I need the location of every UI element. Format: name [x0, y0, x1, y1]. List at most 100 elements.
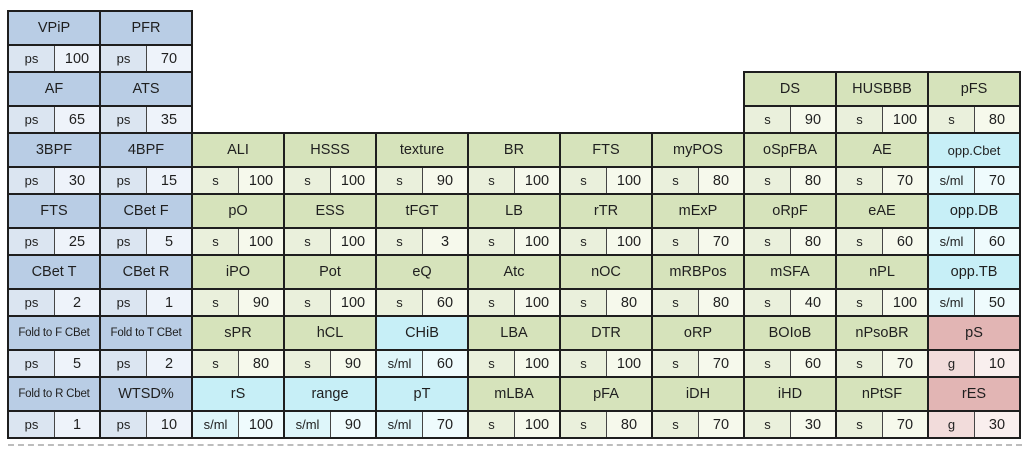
- stat-cell-orpf[interactable]: oRpF s 80: [743, 193, 837, 256]
- stat-cell-lb[interactable]: LB s 100: [467, 193, 561, 256]
- stat-cell-npsobr[interactable]: nPsoBR s 70: [835, 315, 929, 378]
- stat-cell-rs[interactable]: rS s/ml 100: [191, 376, 285, 439]
- stat-cell-spr[interactable]: sPR s 80: [191, 315, 285, 378]
- stat-label: ALI: [193, 134, 283, 168]
- stat-cell-lba[interactable]: LBA s 100: [467, 315, 561, 378]
- stat-cell-tfgt[interactable]: tFGT s 3: [375, 193, 469, 256]
- stat-cell-ps[interactable]: pS g 10: [927, 315, 1021, 378]
- stat-value-row: s 100: [469, 290, 559, 315]
- stat-label: nPtSF: [837, 378, 927, 412]
- stat-cell-mypos[interactable]: myPOS s 80: [651, 132, 745, 195]
- stat-value-row: ps 5: [9, 351, 99, 376]
- stat-label: pT: [377, 378, 467, 412]
- stat-cell-vpip[interactable]: VPiP ps 100: [7, 10, 101, 73]
- stat-value-row: s 60: [745, 351, 835, 376]
- stat-label: AE: [837, 134, 927, 168]
- stat-cell-cbet-r[interactable]: CBet R ps 1: [99, 254, 193, 317]
- stat-cell-msfa[interactable]: mSFA s 40: [743, 254, 837, 317]
- stat-cell-noc[interactable]: nOC s 80: [559, 254, 653, 317]
- stat-unit: s: [285, 351, 331, 376]
- stat-cell-opp-cbet[interactable]: opp.Cbet s/ml 70: [927, 132, 1021, 195]
- stat-unit: s: [653, 290, 699, 315]
- stat-value-row: s 60: [377, 290, 467, 315]
- stat-cell-hcl[interactable]: hCL s 90: [283, 315, 377, 378]
- stat-cell-pfs[interactable]: pFS s 80: [927, 71, 1021, 134]
- stat-value-row: ps 25: [9, 229, 99, 254]
- stat-label: nOC: [561, 256, 651, 290]
- stat-unit: s: [561, 412, 607, 437]
- stat-cell-ae[interactable]: AE s 70: [835, 132, 929, 195]
- stat-cell-fold-to-t-cbet[interactable]: Fold to T CBet ps 2: [99, 315, 193, 378]
- stat-cell-npl[interactable]: nPL s 100: [835, 254, 929, 317]
- stat-cell-texture[interactable]: texture s 90: [375, 132, 469, 195]
- stat-cell-fold-to-f-cbet[interactable]: Fold to F CBet ps 5: [7, 315, 101, 378]
- stat-cell-mexp[interactable]: mExP s 70: [651, 193, 745, 256]
- stat-value: 40: [791, 290, 835, 315]
- stat-unit: s: [469, 412, 515, 437]
- stat-cell-opp-db[interactable]: opp.DB s/ml 60: [927, 193, 1021, 256]
- stat-cell-opp-tb[interactable]: opp.TB s/ml 50: [927, 254, 1021, 317]
- stat-cell-fts[interactable]: FTS s 100: [559, 132, 653, 195]
- stat-value: 100: [239, 412, 283, 437]
- stat-cell-range[interactable]: range s/ml 90: [283, 376, 377, 439]
- stat-cell-atc[interactable]: Atc s 100: [467, 254, 561, 317]
- stat-cell-4bpf[interactable]: 4BPF ps 15: [99, 132, 193, 195]
- stat-label: opp.DB: [929, 195, 1019, 229]
- stat-cell-cbet-t[interactable]: CBet T ps 2: [7, 254, 101, 317]
- stat-value-row: s 100: [285, 168, 375, 193]
- stat-value-row: ps 10: [101, 412, 191, 437]
- stat-value: 100: [883, 107, 927, 132]
- stat-cell-pfr[interactable]: PFR ps 70: [99, 10, 193, 73]
- stat-value-row: s 100: [561, 229, 651, 254]
- stat-cell-ihd[interactable]: iHD s 30: [743, 376, 837, 439]
- stat-cell-ipo[interactable]: iPO s 90: [191, 254, 285, 317]
- stat-cell-mlba[interactable]: mLBA s 100: [467, 376, 561, 439]
- stat-cell-eae[interactable]: eAE s 60: [835, 193, 929, 256]
- stat-cell-res[interactable]: rES g 30: [927, 376, 1021, 439]
- stat-cell-fold-to-r-cbet[interactable]: Fold to R Cbet ps 1: [7, 376, 101, 439]
- stat-unit: s: [285, 290, 331, 315]
- stat-cell-fts[interactable]: FTS ps 25: [7, 193, 101, 256]
- stat-value-row: s 80: [561, 290, 651, 315]
- stat-unit: s: [193, 168, 239, 193]
- stat-cell-ds[interactable]: DS s 90: [743, 71, 837, 134]
- stat-cell-hsss[interactable]: HSSS s 100: [283, 132, 377, 195]
- stat-cell-ali[interactable]: ALI s 100: [191, 132, 285, 195]
- stat-cell-idh[interactable]: iDH s 70: [651, 376, 745, 439]
- stat-cell-ess[interactable]: ESS s 100: [283, 193, 377, 256]
- stat-cell-3bpf[interactable]: 3BPF ps 30: [7, 132, 101, 195]
- stat-cell-br[interactable]: BR s 100: [467, 132, 561, 195]
- stat-cell-rtr[interactable]: rTR s 100: [559, 193, 653, 256]
- stat-value-row: s/ml 70: [377, 412, 467, 437]
- stat-cell-mrbpos[interactable]: mRBPos s 80: [651, 254, 745, 317]
- stat-cell-chib[interactable]: CHiB s/ml 60: [375, 315, 469, 378]
- stat-value: 1: [147, 290, 191, 315]
- stat-cell-dtr[interactable]: DTR s 100: [559, 315, 653, 378]
- stat-unit: s: [469, 168, 515, 193]
- stat-cell-eq[interactable]: eQ s 60: [375, 254, 469, 317]
- stat-value-row: s/ml 50: [929, 290, 1019, 315]
- stat-value-row: s 80: [653, 290, 743, 315]
- stat-cell-wtsd[interactable]: WTSD% ps 10: [99, 376, 193, 439]
- stat-cell-pot[interactable]: Pot s 100: [283, 254, 377, 317]
- stat-cell-nptsf[interactable]: nPtSF s 70: [835, 376, 929, 439]
- stat-value: 80: [791, 229, 835, 254]
- stat-cell-po[interactable]: pO s 100: [191, 193, 285, 256]
- stat-label: opp.TB: [929, 256, 1019, 290]
- stat-value: 30: [55, 168, 99, 193]
- stat-cell-orp[interactable]: oRP s 70: [651, 315, 745, 378]
- stat-label: VPiP: [9, 12, 99, 46]
- stat-cell-boiob[interactable]: BOIoB s 60: [743, 315, 837, 378]
- stat-label: LBA: [469, 317, 559, 351]
- stat-cell-cbet-f[interactable]: CBet F ps 5: [99, 193, 193, 256]
- stat-cell-af[interactable]: AF ps 65: [7, 71, 101, 134]
- stat-cell-pfa[interactable]: pFA s 80: [559, 376, 653, 439]
- stat-label: eAE: [837, 195, 927, 229]
- stat-cell-pt[interactable]: pT s/ml 70: [375, 376, 469, 439]
- stat-label: opp.Cbet: [929, 134, 1019, 168]
- stat-cell-ospfba[interactable]: oSpFBA s 80: [743, 132, 837, 195]
- stat-cell-ats[interactable]: ATS ps 35: [99, 71, 193, 134]
- stat-unit: s: [469, 229, 515, 254]
- stat-cell-husbbb[interactable]: HUSBBB s 100: [835, 71, 929, 134]
